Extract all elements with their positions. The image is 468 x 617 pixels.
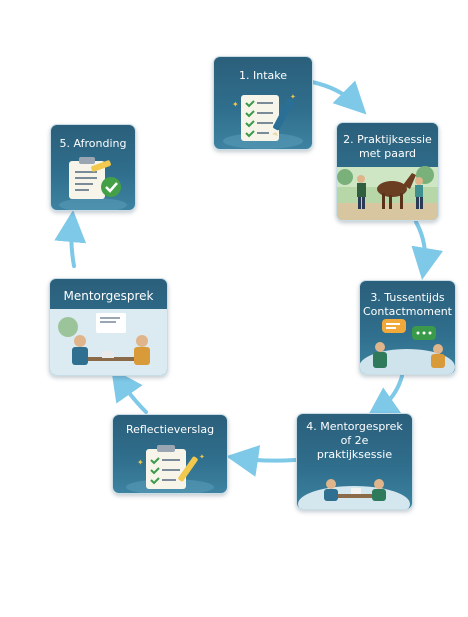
step-card-mentorgesprek: Mentorgesprek xyxy=(49,278,168,376)
step-label-mentorgesprek-praktijksessie: 4. Mentorgesprek of 2e praktijksessie xyxy=(306,420,403,461)
step-card-afronding: 5. Afronding xyxy=(50,124,136,211)
clipboard-pen-icon: ✦ ✦ xyxy=(126,445,214,493)
clipboard-check-icon xyxy=(59,157,127,210)
step-label-reflectieverslag: Reflectieverslag xyxy=(125,423,215,436)
step-label-praktijksessie: 2. Praktijksessie met paard xyxy=(343,133,432,160)
step-card-reflectieverslag: ✦ ✦ Reflectieverslag xyxy=(112,414,228,494)
svg-text:✦: ✦ xyxy=(232,100,239,109)
arrow-reflectieverslag-to-mentorgesprek xyxy=(111,368,148,414)
step-label-intake: 1. Intake xyxy=(238,69,287,82)
step-card-contactmoment: 3. Tussentijds Contactmoment xyxy=(359,280,456,375)
svg-text:✦: ✦ xyxy=(290,93,296,101)
horse-people-scene xyxy=(337,166,438,220)
arrow-contactmoment-to-mentorgesprek4 xyxy=(366,374,404,419)
svg-text:✦: ✦ xyxy=(199,453,205,461)
meeting-scene xyxy=(298,479,410,509)
step-card-mentorgesprek-praktijksessie: 4. Mentorgesprek of 2e praktijksessie xyxy=(296,413,413,510)
step-label-afronding: 5. Afronding xyxy=(59,137,127,150)
svg-text:✦: ✦ xyxy=(137,458,144,467)
step-label-contactmoment: 3. Tussentijds Contactmoment xyxy=(362,291,452,318)
checklist-pen-icon: ✦ ✦ xyxy=(223,93,303,149)
chat-bubbles-scene xyxy=(360,319,455,374)
step-card-intake: ✦ ✦ 1. Intake xyxy=(213,56,313,150)
arrow-mentorgesprek4-to-reflectieverslag xyxy=(226,445,297,477)
arrow-praktijksessie-to-contactmoment xyxy=(411,220,444,280)
meeting-laptop-scene xyxy=(50,309,167,375)
step-label-mentorgesprek: Mentorgesprek xyxy=(63,289,154,303)
arrow-mentorgesprek-to-afronding xyxy=(54,210,87,268)
arrow-intake-to-praktijksessie xyxy=(310,80,367,115)
step-card-praktijksessie: 2. Praktijksessie met paard xyxy=(336,122,439,221)
